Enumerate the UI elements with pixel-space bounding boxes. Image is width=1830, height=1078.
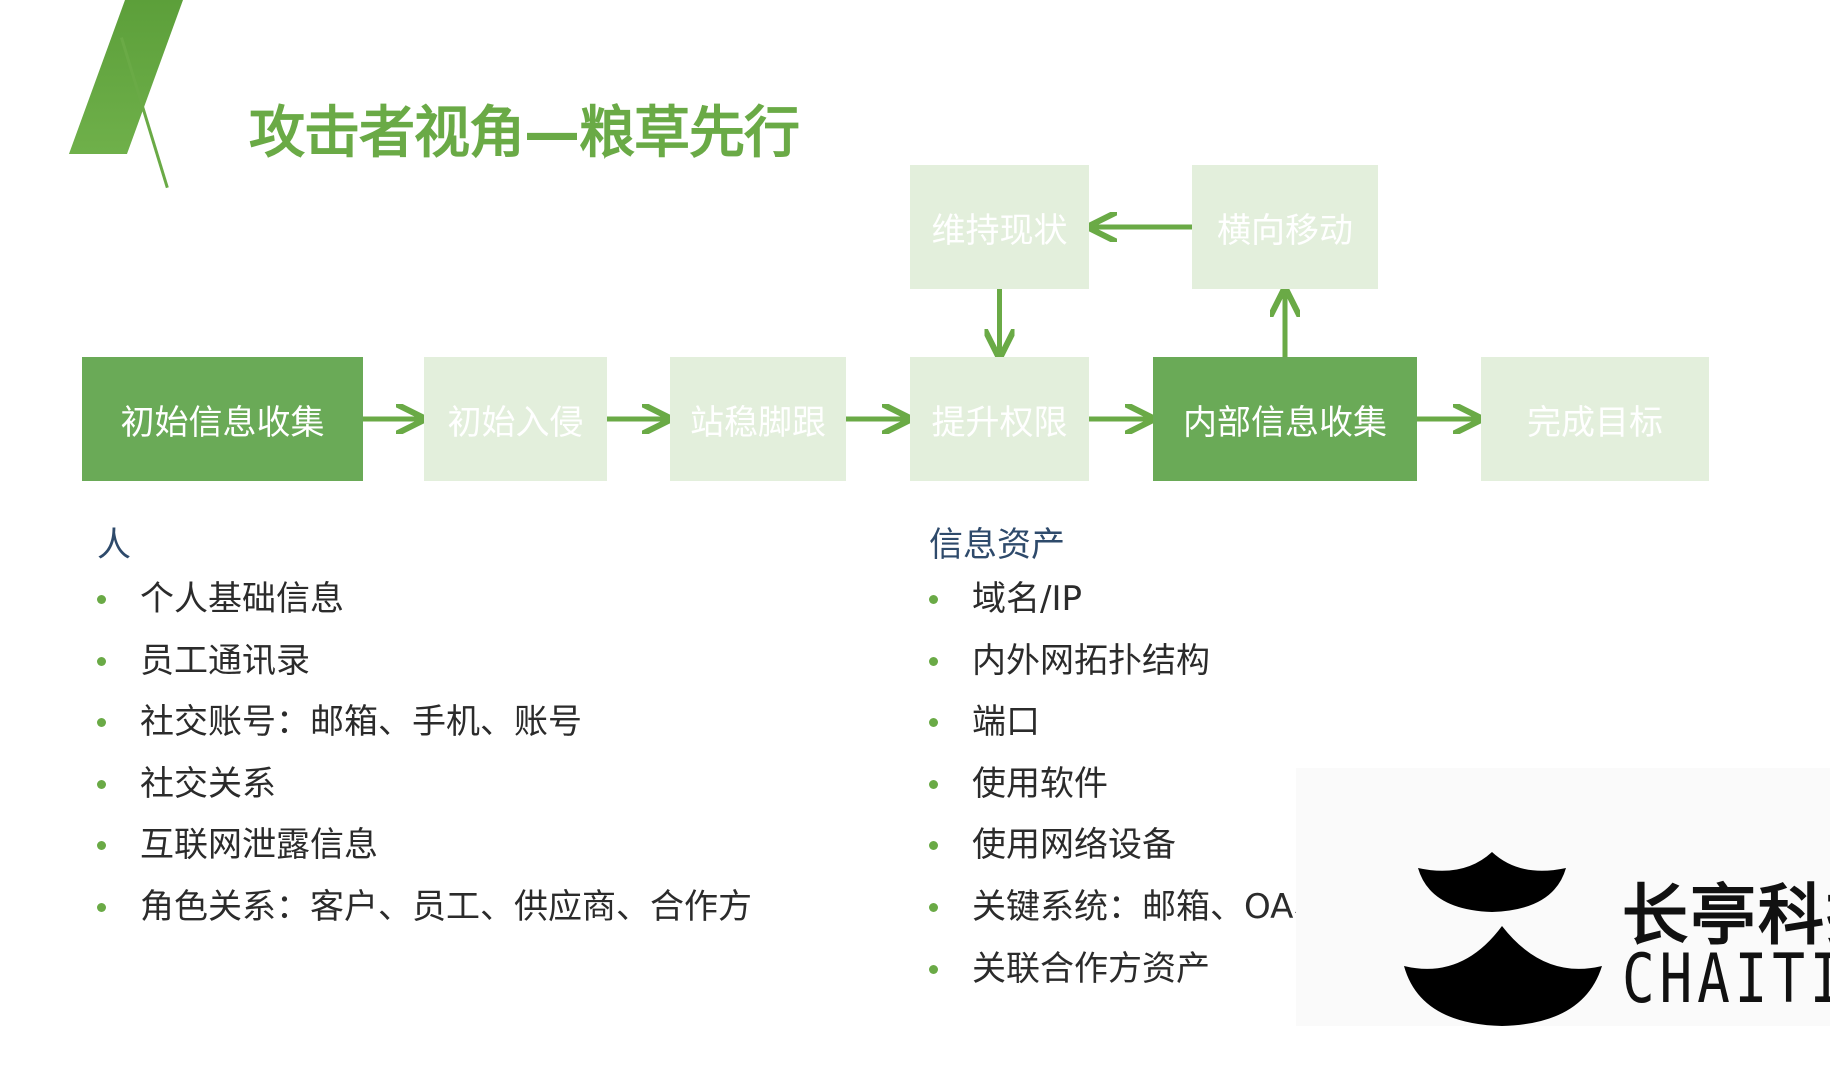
list-item: 互联网泄露信息 (97, 815, 752, 877)
assets-list: 域名/IP 内外网拓扑结构 端口 使用软件 使用网络设备 关键系统：邮箱、OA、… (929, 569, 1499, 1000)
stage-foothold: 站稳脚跟 (670, 357, 846, 481)
list-item: 角色关系：客户、员工、供应商、合作方 (97, 877, 752, 939)
bullet-icon (97, 902, 106, 912)
list-item: 个人基础信息 (97, 569, 752, 631)
bullet-icon (97, 656, 106, 666)
stage-complete: 完成目标 (1481, 357, 1709, 481)
stage-initial-intrusion: 初始入侵 (424, 357, 607, 481)
bullet-icon (929, 902, 938, 912)
list-item: 端口 (929, 692, 1499, 754)
logo-mark-icon (1404, 852, 1602, 1026)
bullet-icon (929, 841, 938, 851)
bullet-icon (929, 718, 938, 728)
bullet-icon (929, 656, 938, 666)
logo-text-en: CHAITIN (1622, 940, 1830, 1019)
list-item: 关联合作方资产 (929, 939, 1499, 1001)
list-item: 使用网络设备 (929, 815, 1499, 877)
list-item: 使用软件 (929, 754, 1499, 816)
list-item: 员工通讯录 (97, 631, 752, 693)
list-item: 域名/IP (929, 569, 1499, 631)
bullet-icon (97, 595, 106, 604)
logo-text-cn: 长亭科技 (1622, 877, 1830, 954)
bullet-icon (97, 779, 106, 789)
people-heading: 人 (97, 525, 131, 565)
company-logo: 长亭科技 CHAITIN (1296, 768, 1830, 1026)
stage-internal-info: 内部信息收集 (1153, 357, 1417, 481)
assets-heading: 信息资产 (929, 525, 1065, 565)
bullet-icon (929, 595, 938, 604)
people-list: 个人基础信息 员工通讯录 社交账号：邮箱、手机、账号 社交关系 互联网泄露信息 … (97, 569, 752, 939)
list-item: 社交关系 (97, 754, 752, 816)
stage-escalate: 提升权限 (910, 357, 1089, 481)
stage-maintain: 维持现状 (910, 165, 1089, 289)
slide-title: 攻击者视角—粮草先行 (249, 101, 800, 166)
stage-initial-info: 初始信息收集 (82, 357, 363, 481)
title-accent-bar (68, 0, 183, 154)
list-item: 社交账号：邮箱、手机、账号 (97, 692, 752, 754)
stage-lateral: 横向移动 (1192, 165, 1378, 289)
list-item: 内外网拓扑结构 (929, 631, 1499, 693)
bullet-icon (929, 779, 938, 789)
bullet-icon (97, 841, 106, 851)
bullet-icon (97, 718, 106, 728)
bullet-icon (929, 964, 938, 974)
